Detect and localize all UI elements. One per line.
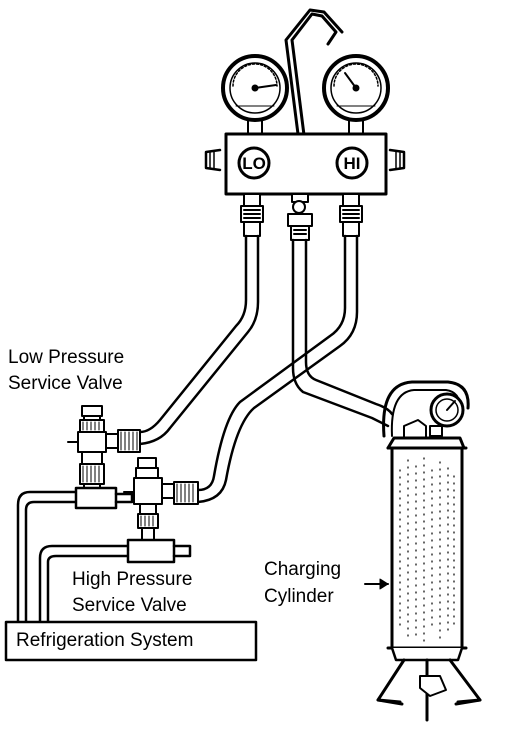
high-pressure-valve-label-line2: Service Valve (72, 595, 187, 616)
center-charging-hose (291, 238, 394, 428)
high-pressure-hose (196, 234, 359, 504)
manifold-block (204, 132, 406, 196)
lo-label: LO (242, 154, 266, 173)
refrigeration-system-box (4, 620, 258, 662)
low-pressure-gauge (221, 54, 289, 135)
charging-cylinder (376, 380, 482, 722)
low-pressure-valve-label-line1: Low Pressure (8, 347, 125, 368)
low-pressure-valve-assembly (67, 405, 141, 497)
low-pressure-hose (138, 234, 260, 446)
high-pressure-gauge (322, 54, 390, 135)
charging-cylinder-arrow (364, 578, 389, 590)
high-pressure-valve-label-line1: High Pressure (72, 569, 193, 590)
manifold-hook (284, 8, 344, 137)
refrigeration-piping (16, 486, 192, 624)
hi-label: HI (344, 154, 361, 173)
manifold-fittings (240, 193, 363, 241)
low-pressure-valve-label-line2: Service Valve (8, 373, 123, 394)
charging-cylinder-label-line2: Cylinder (264, 586, 334, 607)
charging-cylinder-label-line1: Charging (264, 559, 342, 580)
high-pressure-valve-assembly (123, 457, 199, 541)
refrigeration-system-label: Refrigeration System (16, 630, 194, 651)
